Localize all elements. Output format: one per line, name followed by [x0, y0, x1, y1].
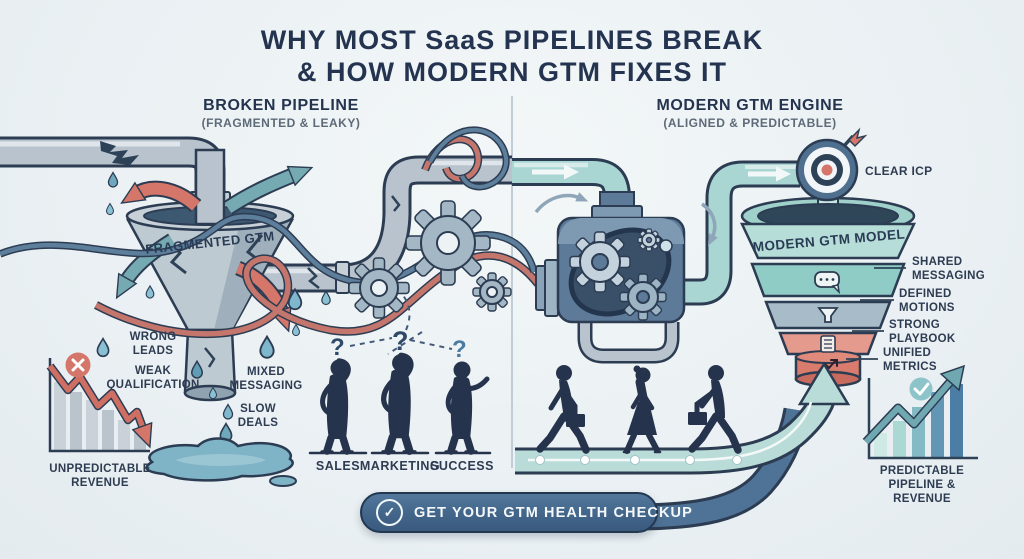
confused-figures: [308, 352, 492, 455]
flow-arrow-icon: [564, 164, 579, 180]
rotation-arrow-icon: [700, 202, 718, 247]
pipe-crack: [307, 267, 320, 289]
engine-gear-icon: [569, 228, 667, 321]
role-label-success: SUCCESS: [430, 459, 494, 473]
declining-revenue-chart: [46, 352, 153, 453]
inlet-pipe: [194, 148, 226, 226]
filter-icon: [817, 307, 839, 323]
growth-chart: [862, 364, 978, 460]
label-wrong-leads: WRONG LEADS: [129, 331, 177, 358]
modern-funnel: [740, 189, 916, 388]
blue-cable: [428, 128, 509, 189]
walking-path: [528, 401, 813, 465]
check-circle-icon: [909, 377, 933, 401]
target-icon: [795, 127, 868, 202]
right-panel-subheading: (ALIGNED & PREDICTABLE): [663, 116, 837, 130]
rotation-arrow-icon: [534, 192, 589, 214]
speech-bubble-icon: [814, 271, 841, 295]
funnel-stage-model: [740, 222, 916, 260]
walking-figures: [536, 365, 742, 454]
label-predictable-pipeline: PREDICTABLE PIPELINE & REVENUE: [879, 465, 965, 506]
confusion-dashed-lines: [349, 293, 453, 355]
error-x-icon: [65, 352, 91, 378]
walking-figure-woman: [622, 365, 662, 454]
stage-label-defined-motions: DEFINED MOTIONS: [899, 288, 955, 315]
flow-arrow-icon: [776, 166, 791, 182]
question-mark-icon: ?: [330, 334, 345, 361]
stage-label-unified-metrics: UNIFIED METRICS: [883, 347, 937, 374]
blue-cable: [0, 214, 349, 283]
label-weak-qualification: WEAK QUALIFICATION: [106, 365, 200, 392]
main-title-line1: WHY MOST SaaS PIPELINES BREAK: [260, 25, 764, 55]
confused-figure-marketing: [381, 352, 417, 455]
label-slow-deals: SLOW DEALS: [237, 403, 279, 430]
gear-icon: [348, 200, 512, 319]
briefcase-icon: [688, 412, 707, 425]
teal-leak-arrow: [115, 235, 175, 300]
cta-label: GET YOUR GTM HEALTH CHECKUP: [414, 504, 693, 521]
question-mark-icon: ?: [392, 326, 409, 356]
teal-leak-arrow: [224, 165, 314, 214]
walking-figure: [688, 365, 742, 454]
question-mark-icon: ?: [452, 336, 467, 363]
stage-label-clear-icp: CLEAR ICP: [865, 164, 933, 178]
briefcase-icon: [566, 414, 585, 427]
stage-label-shared-messaging: SHARED MESSAGING: [912, 256, 985, 283]
stage-label-strong-playbook: STRONG PLAYBOOK: [889, 319, 956, 346]
puddle: [145, 437, 297, 487]
left-panel-heading: BROKEN PIPELINE: [203, 97, 359, 114]
left-panel-subheading: (FRAGMENTED & LEAKY): [201, 116, 361, 130]
label-mixed-messaging: MIXED MESSAGING: [229, 366, 303, 393]
cta-check-icon: ✓: [376, 499, 403, 526]
funnel-crack: [204, 347, 216, 368]
gtm-engine: [534, 191, 718, 364]
walking-figure: [536, 365, 590, 454]
label-unpredictable-revenue: UNPREDICTABLE REVENUE: [49, 463, 151, 490]
confused-figure-sales: [320, 358, 354, 455]
main-title-line2: & HOW MODERN GTM FIXES IT: [297, 57, 727, 87]
stage-connectors: [846, 267, 906, 360]
playbook-icon: [820, 335, 836, 353]
role-label-sales: SALES: [315, 459, 361, 473]
pipe-crack: [391, 195, 401, 212]
cta-button[interactable]: ✓ GET YOUR GTM HEALTH CHECKUP: [360, 492, 692, 533]
red-leak-arrow: [120, 181, 201, 211]
pipe-crack: [100, 141, 139, 165]
confused-figure-success: [444, 361, 490, 455]
flow-pipe-out: [676, 160, 800, 306]
role-label-marketing: MARKETING: [359, 459, 441, 473]
right-panel-heading: MODERN GTM ENGINE: [656, 97, 844, 114]
